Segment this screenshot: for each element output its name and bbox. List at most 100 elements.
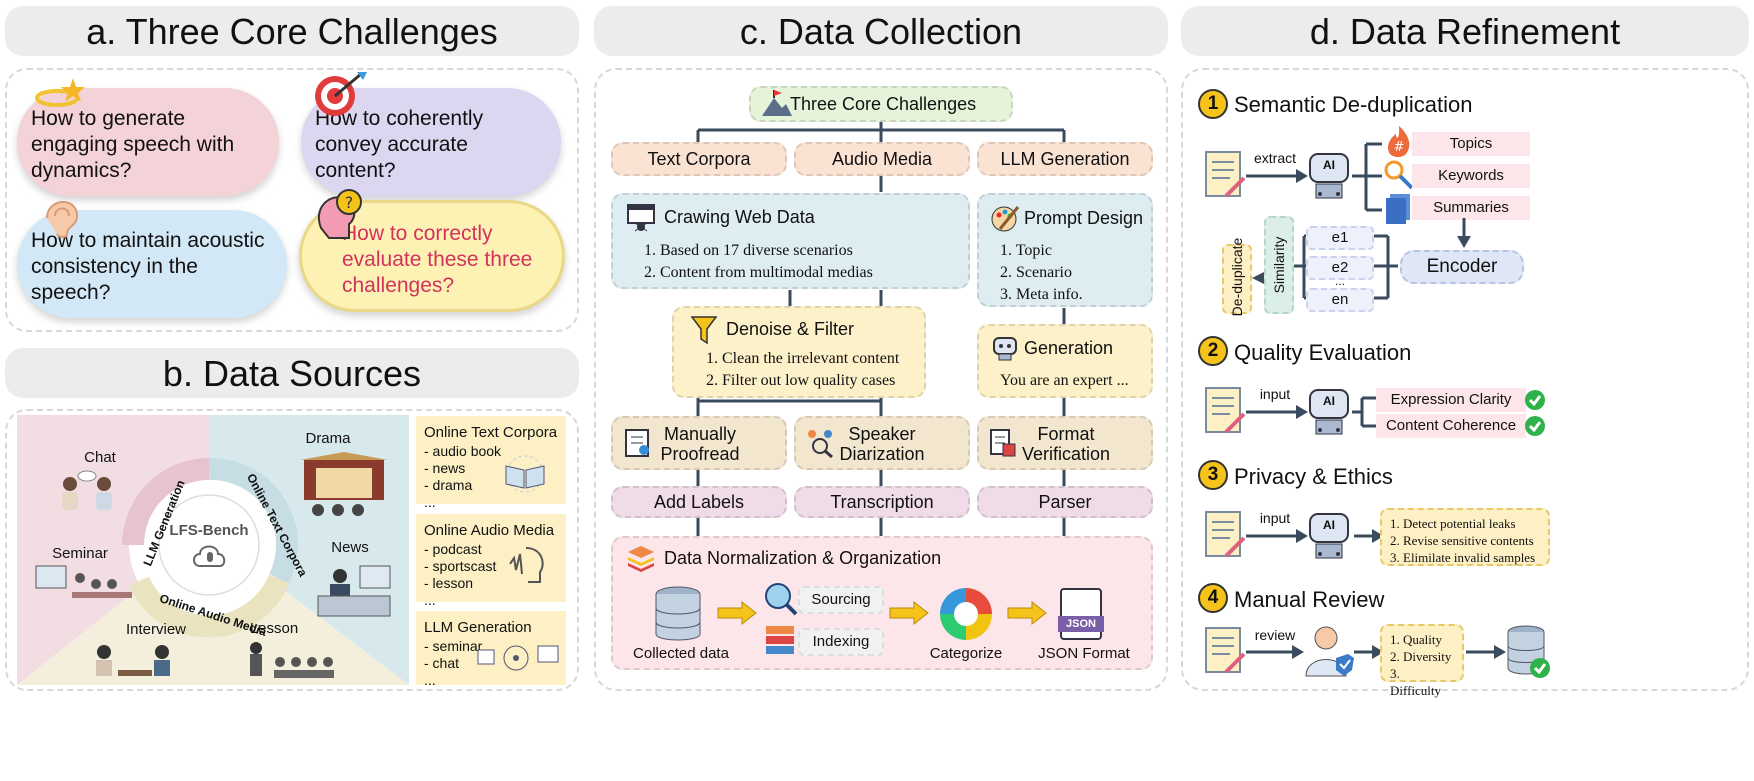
embedding-e2-box	[1306, 256, 1374, 280]
source-item: - sportscast	[424, 558, 497, 574]
arrow-connector	[1354, 529, 1384, 543]
funnel-icon	[690, 316, 718, 345]
extract-label: extract	[1253, 150, 1296, 166]
check-badge-icon	[1525, 390, 1545, 410]
crawl-item: 2. Content from multimodal medias	[644, 264, 873, 281]
globe-search-icon	[765, 583, 798, 616]
tag-summaries: Summaries	[1412, 196, 1530, 220]
arrow-right-icon	[1007, 600, 1047, 626]
step-diarization-box	[794, 416, 970, 470]
generation-box	[977, 324, 1153, 398]
source-list-llm: LLM Generation - seminar - chat ...	[416, 611, 566, 688]
bracket-connector	[1352, 142, 1382, 212]
news-scene-icon	[317, 565, 391, 617]
source-item: - chat	[424, 655, 460, 671]
scene-lesson-label: Lesson	[249, 620, 299, 637]
arrow-right-icon	[889, 600, 929, 626]
header-data-refinement: d. Data Refinement	[1181, 6, 1749, 56]
lfs-bench-label: LFS-Bench	[169, 522, 249, 539]
arrow-connector	[1246, 169, 1308, 183]
arrow-connector	[1246, 405, 1308, 419]
encoder-box	[1400, 250, 1524, 284]
challenge-q1: How to generate engaging speech with dyn…	[31, 107, 235, 182]
similarity-label: Similarity	[1271, 236, 1287, 294]
output-transcription-box	[794, 486, 970, 518]
head-question-icon: ?	[318, 189, 362, 239]
embedding-e1-box	[1306, 226, 1374, 250]
review-list: 1. Quality 2. Diversity 3. Difficulty	[1380, 624, 1464, 698]
col-llm-generation-label: LLM Generation	[1000, 149, 1130, 169]
similarity-box	[1264, 216, 1294, 314]
review-label: review	[1254, 627, 1296, 643]
halo-star-icon	[35, 78, 85, 107]
prompt-item: 2. Scenario	[1000, 264, 1072, 281]
col-audio-media	[794, 142, 970, 176]
database-check-icon	[1507, 625, 1550, 678]
header-data-collection: c. Data Collection	[594, 6, 1168, 56]
doc-stack-icon	[1386, 194, 1410, 224]
challenge-cloud-2: How to coherently convey accurate conten…	[301, 88, 561, 196]
step-number-4: 4	[1198, 583, 1228, 613]
arrow-left-small	[1252, 272, 1264, 284]
robot-icon	[993, 337, 1017, 361]
challenges-panel: How to generate engaging speech with dyn…	[5, 68, 579, 332]
key-icon	[1384, 160, 1414, 190]
drama-scene-icon	[300, 452, 388, 516]
prompt-design-title: Prompt Design	[1024, 208, 1144, 228]
root-challenges-node	[749, 86, 1013, 122]
document-icon	[1205, 387, 1246, 434]
generation-title: Generation	[1024, 338, 1114, 358]
privacy-item: 2. Revise sensitive contents	[1390, 533, 1534, 548]
source-item: ...	[424, 592, 436, 608]
source-list-text: Online Text Corpora - audio book - news …	[416, 416, 566, 510]
arrow-down-connector	[1457, 218, 1471, 248]
source-list-llm-title: LLM Generation	[424, 619, 532, 636]
step-number-2: 2	[1198, 336, 1228, 366]
dedup-label: De-duplicate	[1229, 237, 1245, 317]
source-item: - drama	[424, 477, 473, 493]
encoder-label: Encoder	[1426, 256, 1498, 277]
arrow-connector	[1246, 529, 1308, 543]
privacy-item: 1. Detect potential leaks	[1390, 516, 1516, 531]
output-parser-box	[977, 486, 1153, 518]
manual-review-title: Manual Review	[1234, 587, 1385, 612]
step-format-label: Format Verification	[1021, 424, 1111, 464]
denoise-filter-list: 1. Clean the irrelevant content 2. Filte…	[706, 348, 924, 392]
col-audio-media-label: Audio Media	[831, 149, 933, 169]
robot-icon	[1309, 513, 1349, 559]
prompt-item: 1. Topic	[1000, 242, 1052, 259]
layers-icon	[628, 546, 654, 572]
reviewer-icon	[1305, 626, 1354, 677]
denoise-filter-title: Denoise & Filter	[726, 319, 855, 339]
checklist-icon	[625, 429, 649, 457]
lesson-scene-icon	[250, 642, 334, 678]
challenge-cloud-1: How to generate engaging speech with dyn…	[17, 88, 279, 196]
head-soundwave-icon	[509, 547, 544, 583]
norm-json-label: JSON Format	[1038, 645, 1130, 662]
privacy-list: 1. Detect potential leaks 2. Revise sens…	[1380, 508, 1550, 566]
category-wheel-icon	[940, 588, 992, 640]
scene-news-label: News	[331, 539, 369, 556]
tag-content-coherence: Content Coherence	[1376, 414, 1526, 438]
review-item: 3. Difficulty	[1390, 666, 1442, 698]
sourcing-tag: Sourcing	[798, 586, 884, 614]
diarization-icon	[808, 430, 833, 458]
index-files-icon	[766, 626, 794, 654]
format-doc-icon	[990, 429, 1016, 457]
document-icon	[1205, 151, 1246, 198]
header-challenges: a. Three Core Challenges	[5, 6, 579, 56]
robot-icon	[1309, 389, 1349, 435]
seminar-scene-icon	[35, 565, 132, 598]
arrow-connector	[1354, 645, 1384, 659]
col-llm-generation	[977, 142, 1153, 176]
challenge-q4: How to correctly evaluate these three ch…	[342, 222, 533, 297]
scene-drama-label: Drama	[305, 430, 351, 447]
crawl-item: 1. Based on 17 diverse scenarios	[644, 242, 853, 259]
prompt-item: 3. Meta info.	[1000, 286, 1083, 303]
indexing-tag: Indexing	[798, 628, 884, 656]
generation-text: You are an expert ...	[1000, 372, 1129, 389]
root-challenges-label: Three Core Challenges	[790, 94, 977, 114]
source-item: ...	[424, 672, 436, 688]
source-list-audio-title: Online Audio Media	[424, 522, 555, 539]
scene-interview-label: Interview	[125, 621, 187, 638]
